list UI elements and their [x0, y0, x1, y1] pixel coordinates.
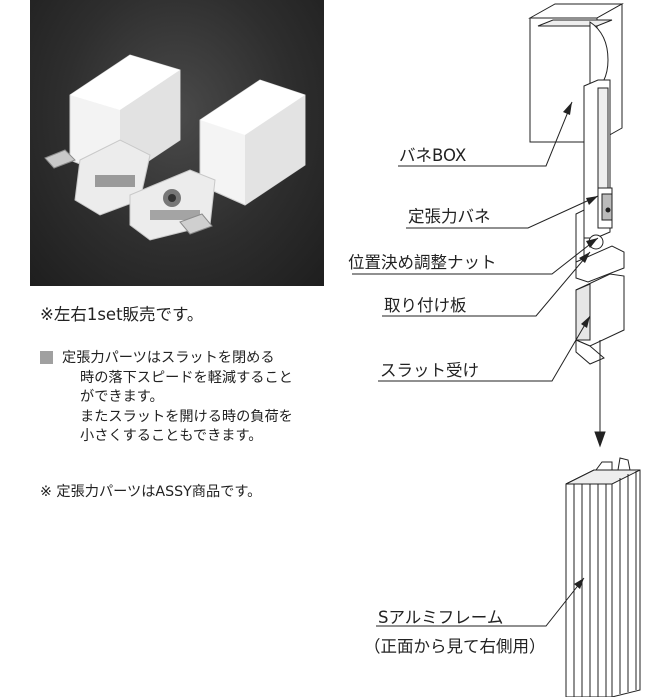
- label-slat-holder: スラット受け: [380, 361, 479, 380]
- left-part-illustration: [44, 54, 181, 216]
- assy-note: ※ 定張力パーツはASSY商品です。: [40, 484, 262, 500]
- label-mounting-plate: 取り付け板: [384, 296, 467, 315]
- product-photo-illustration: [44, 54, 306, 241]
- label-constant-spring: 定張力バネ: [408, 207, 491, 226]
- description-line: ができます。: [80, 389, 164, 405]
- right-part-illustration: [129, 79, 306, 241]
- description-line: 時の落下スピードを軽減すること: [80, 369, 293, 386]
- spring-box-part: [528, 3, 624, 143]
- leader-arrowheads: [563, 102, 598, 589]
- description-line: またスラットを開ける時の負荷を: [80, 408, 293, 425]
- label-position-nut: 位置決め調整ナット: [348, 253, 497, 272]
- label-frame: Sアルミフレーム: [378, 608, 504, 627]
- assembly-arrow: [594, 340, 606, 448]
- label-spring-box: バネBOX: [399, 146, 467, 165]
- description-paragraph: 定張力パーツはスラットを閉める 時の落下スピードを軽減すること ができます。 ま…: [40, 349, 340, 447]
- leader-lines: [352, 101, 599, 627]
- product-photo: [30, 0, 324, 286]
- label-frame-side: （正面から見て右側用）: [364, 637, 546, 656]
- bullet-square-icon: [40, 351, 53, 364]
- sale-caption: ※左右1set販売です。: [40, 305, 204, 324]
- description-line: 小さくすることもできます。: [80, 428, 263, 444]
- description-line: 定張力パーツはスラットを閉める: [62, 350, 275, 366]
- aluminium-frame-part: [565, 457, 641, 697]
